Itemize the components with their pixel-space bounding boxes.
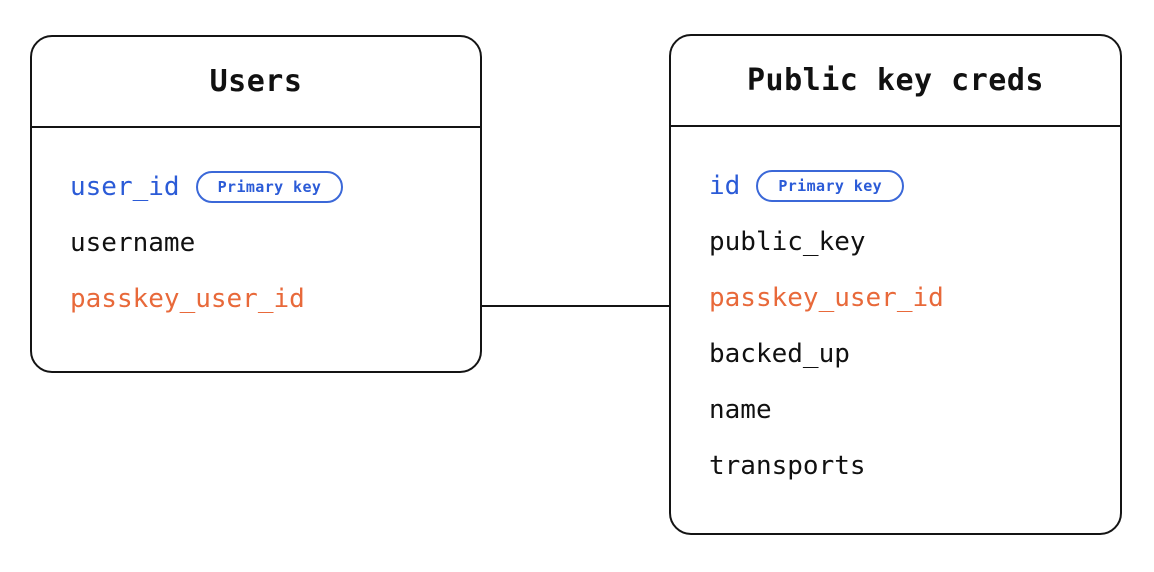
primary-key-badge-id: Primary key xyxy=(756,170,905,202)
field-name-name: name xyxy=(709,395,772,425)
primary-key-badge-user-id: Primary key xyxy=(195,171,344,203)
field-row-passkey-user-id[interactable]: passkey_user_id xyxy=(709,270,1120,326)
entity-field-list-users: user_id Primary key username passkey_use… xyxy=(32,128,480,371)
entity-box-users[interactable]: Users user_id Primary key username passk… xyxy=(30,35,482,373)
field-row-user-id[interactable]: user_id Primary key xyxy=(70,159,480,215)
field-name-transports: transports xyxy=(709,451,866,481)
field-name-public-key: public_key xyxy=(709,227,866,257)
field-row-name[interactable]: name xyxy=(709,382,1120,438)
entity-header-users: Users xyxy=(32,37,480,128)
primary-key-badge-label: Primary key xyxy=(217,177,322,196)
field-name-backed-up: backed_up xyxy=(709,339,850,369)
relationship-connector-users-public-key-creds xyxy=(481,305,670,307)
field-row-backed-up[interactable]: backed_up xyxy=(709,326,1120,382)
field-row-public-key[interactable]: public_key xyxy=(709,214,1120,270)
field-row-transports[interactable]: transports xyxy=(709,438,1120,494)
entity-title-public-key-creds: Public key creds xyxy=(747,62,1044,98)
field-name-user-id: user_id xyxy=(70,172,180,202)
field-row-passkey-user-id[interactable]: passkey_user_id xyxy=(70,271,480,327)
entity-field-list-public-key-creds: id Primary key public_key passkey_user_i… xyxy=(671,127,1120,533)
field-name-passkey-user-id: passkey_user_id xyxy=(70,284,305,314)
entity-header-public-key-creds: Public key creds xyxy=(671,36,1120,127)
field-name-id: id xyxy=(709,171,741,201)
field-row-id[interactable]: id Primary key xyxy=(709,158,1120,214)
field-name-username: username xyxy=(70,228,196,258)
field-name-passkey-user-id: passkey_user_id xyxy=(709,283,944,313)
field-row-username[interactable]: username xyxy=(70,215,480,271)
primary-key-badge-label: Primary key xyxy=(778,176,883,195)
entity-box-public-key-creds[interactable]: Public key creds id Primary key public_k… xyxy=(669,34,1122,535)
entity-title-users: Users xyxy=(209,63,303,99)
